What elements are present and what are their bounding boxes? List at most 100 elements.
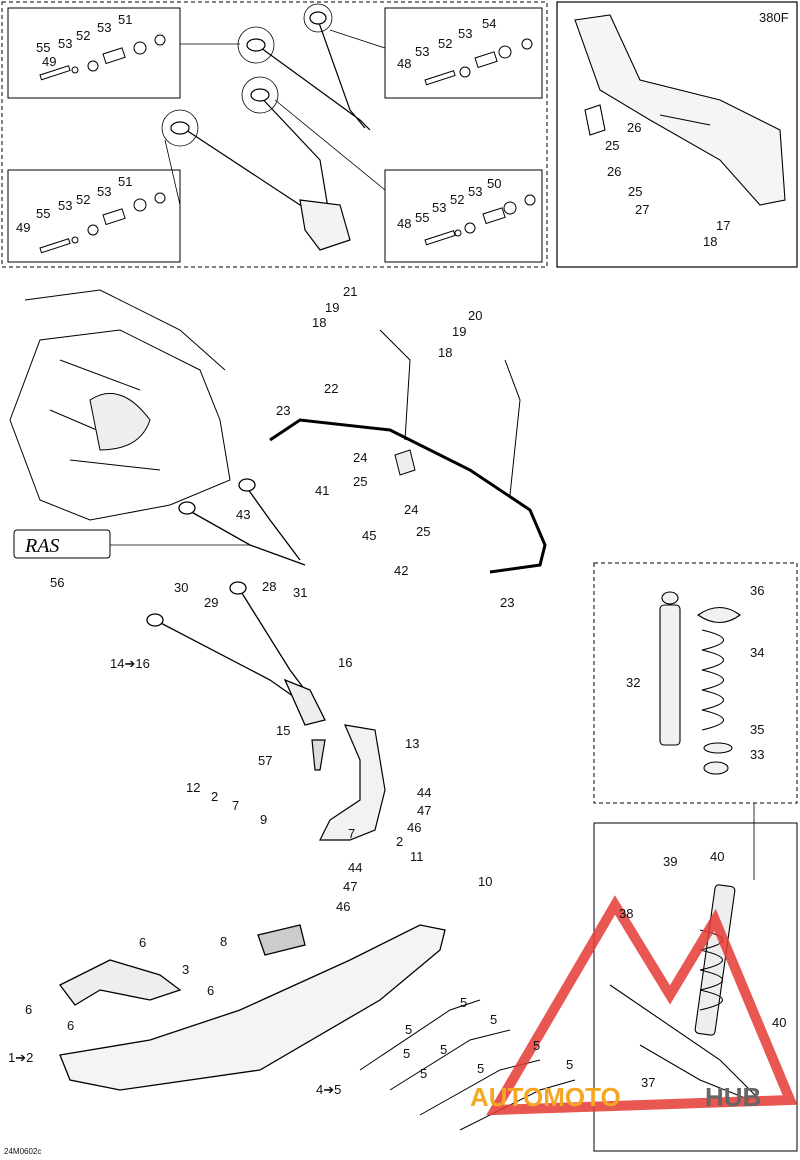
callout: 4➔5 xyxy=(316,1082,341,1097)
callout: 53 xyxy=(468,184,482,199)
callout: 13 xyxy=(405,736,419,751)
shock-dashed-box xyxy=(593,562,798,804)
callout: 39 xyxy=(663,854,677,869)
ras-logo: RAS xyxy=(13,529,111,559)
spindle xyxy=(311,724,386,841)
callout: 6 xyxy=(67,1018,74,1033)
callout: 5 xyxy=(566,1057,573,1072)
callout: 50 xyxy=(487,176,501,191)
callout: 51 xyxy=(118,174,132,189)
leader-lines xyxy=(110,29,755,880)
callout: 29 xyxy=(204,595,218,610)
callout: 25 xyxy=(605,138,619,153)
callout: 53 xyxy=(432,200,446,215)
callout: 24 xyxy=(404,502,418,517)
chassis-frame-outline xyxy=(9,289,231,521)
hardware-row-2 xyxy=(39,192,166,254)
callout: 28 xyxy=(262,579,276,594)
callout: 23 xyxy=(276,403,290,418)
callout: 53 xyxy=(58,36,72,51)
callout: 21 xyxy=(343,284,357,299)
callout: 9 xyxy=(260,812,267,827)
callout: 49 xyxy=(42,54,56,69)
callout: 27 xyxy=(635,202,649,217)
callout: 53 xyxy=(458,26,472,41)
callout: 40 xyxy=(772,1015,786,1030)
callout: 55 xyxy=(36,206,50,221)
callout: 46 xyxy=(336,899,350,914)
callout: 53 xyxy=(97,184,111,199)
callout: 12 xyxy=(186,780,200,795)
diagram-code: 24M0602c xyxy=(4,1147,41,1156)
hardware-row-4 xyxy=(424,194,536,246)
callout: 26 xyxy=(607,164,621,179)
callout: 56 xyxy=(50,575,64,590)
model-box-380f xyxy=(556,1,798,268)
callout: 41 xyxy=(315,483,329,498)
ras-logo-text: RAS xyxy=(24,535,59,557)
callout: 2 xyxy=(396,834,403,849)
callout: 5 xyxy=(490,1012,497,1027)
callout: 26 xyxy=(627,120,641,135)
callout: 57 xyxy=(258,753,272,768)
callout: 52 xyxy=(450,192,464,207)
callout: 47 xyxy=(417,803,431,818)
callout: 42 xyxy=(394,563,408,578)
callout: 40 xyxy=(710,849,724,864)
callout: 6 xyxy=(25,1002,32,1017)
callout: 53 xyxy=(415,44,429,59)
callout: 25 xyxy=(416,524,430,539)
callout: 45 xyxy=(362,528,376,543)
watermark-brand-part1: AUTOMOTO xyxy=(470,1082,621,1112)
callout: 7 xyxy=(232,798,239,813)
callout: 17 xyxy=(716,218,730,233)
callout: 5 xyxy=(460,995,467,1010)
lower-a-arm xyxy=(146,581,326,726)
model-label: 380F xyxy=(759,10,789,25)
callout: 18 xyxy=(703,234,717,249)
shock-assembly xyxy=(609,884,761,1101)
callout: 5 xyxy=(533,1038,540,1053)
callout: 5 xyxy=(420,1066,427,1081)
callout: 15 xyxy=(276,723,290,738)
shock-parts xyxy=(659,591,741,775)
callout: 11 xyxy=(410,849,424,864)
callout: 5 xyxy=(405,1022,412,1037)
callout: 38 xyxy=(619,906,633,921)
callout: 19 xyxy=(452,324,466,339)
callout: 10 xyxy=(478,874,492,889)
inset-box-bottom-left xyxy=(7,169,181,263)
callout: 49 xyxy=(16,220,30,235)
callout: 5 xyxy=(477,1061,484,1076)
upper-a-arm xyxy=(178,478,306,566)
callout: 5 xyxy=(440,1042,447,1057)
callout: 6 xyxy=(207,983,214,998)
bracket-380f xyxy=(574,14,786,206)
anti-sway-bar xyxy=(269,418,547,574)
callout: 32 xyxy=(626,675,640,690)
callout: 37 xyxy=(641,1075,655,1090)
callout: 55 xyxy=(415,210,429,225)
top-dashed-frame xyxy=(1,1,548,268)
callout: 31 xyxy=(293,585,307,600)
inset-box-top-left xyxy=(7,7,181,99)
callout: 43 xyxy=(236,507,250,522)
callout: 8 xyxy=(220,934,227,949)
callout: 53 xyxy=(58,198,72,213)
callout: 25 xyxy=(628,184,642,199)
callout: 2 xyxy=(211,789,218,804)
watermark-logo: AUTOMOTO HUB xyxy=(470,895,798,1116)
shock-assembly-box xyxy=(593,822,798,1152)
callout: 47 xyxy=(343,879,357,894)
callout: 36 xyxy=(750,583,764,598)
callout: 1➔2 xyxy=(8,1050,33,1065)
callout: 52 xyxy=(438,36,452,51)
callout: 33 xyxy=(750,747,764,762)
callout: 52 xyxy=(76,192,90,207)
callout: 52 xyxy=(76,28,90,43)
callout: 24 xyxy=(353,450,367,465)
inset-box-bottom-right xyxy=(384,169,543,263)
callout: 5 xyxy=(403,1046,410,1061)
